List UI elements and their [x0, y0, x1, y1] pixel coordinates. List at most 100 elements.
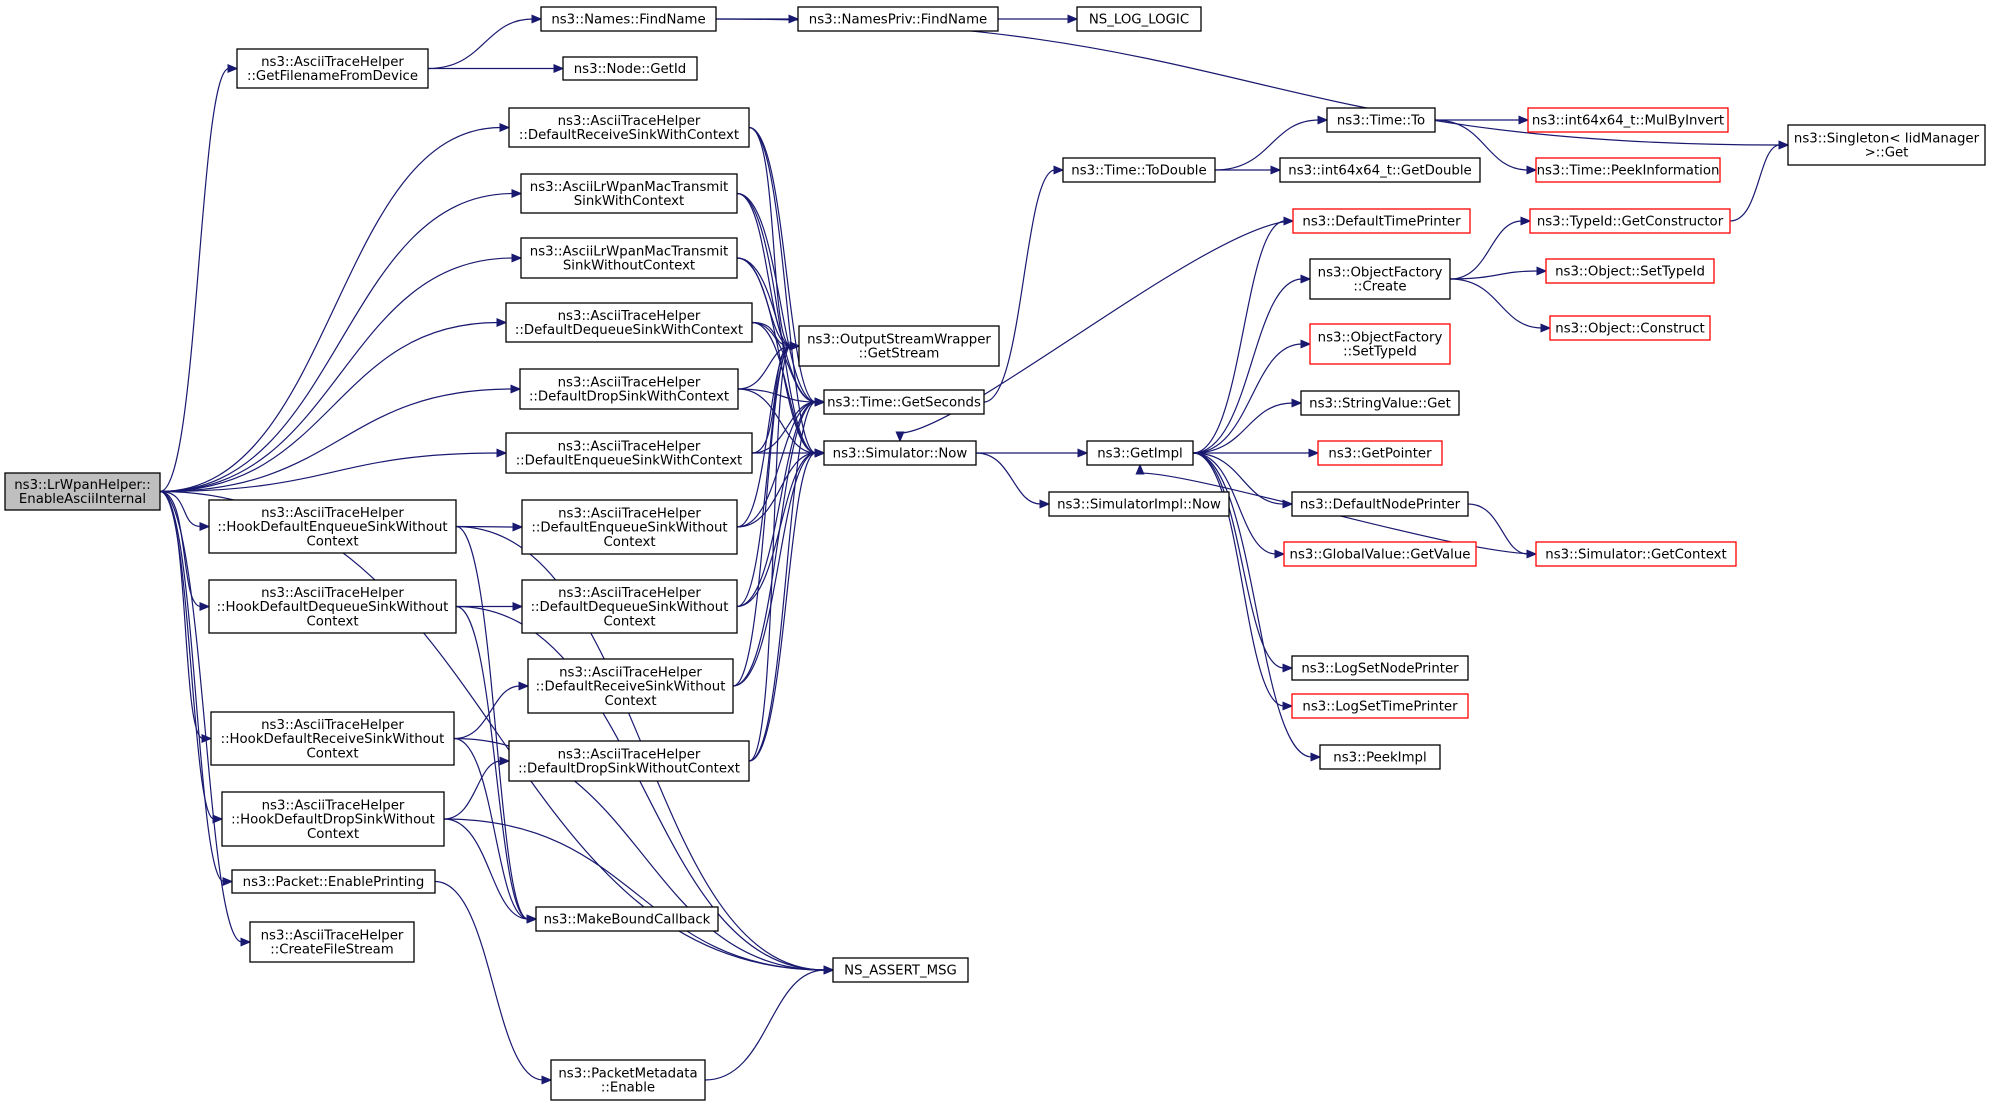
node-ns3-names-findname[interactable]: ns3::Names::FindName	[540, 6, 717, 32]
edge-getfn-to-namesfind	[427, 14, 543, 70]
node-ns3-getpointer[interactable]: ns3::GetPointer	[1317, 440, 1443, 466]
edge-ddeqwoc-to-timegetsec	[736, 397, 826, 608]
node-label-line: ::HookDefaultReceiveSinkWithout	[221, 732, 445, 747]
edge-line	[1449, 220, 1523, 280]
node-ns3-asciitracehelper-defaultdropsinkwithcontext[interactable]: ns3::AsciiTraceHelper::DefaultDropSinkWi…	[519, 368, 739, 410]
node-box	[1076, 6, 1202, 32]
node-ns3-object-construct[interactable]: ns3::Object::Construct	[1549, 315, 1711, 341]
arrowhead	[1135, 463, 1145, 475]
node-ns3-asciilrwpanmactransmitsinkwithcontext[interactable]: ns3::AsciiLrWpanMacTransmitSinkWithConte…	[520, 173, 738, 214]
node-ns3-int64x64-t-getdouble[interactable]: ns3::int64x64_t::GetDouble	[1279, 157, 1481, 183]
node-ns3-outputstreamwrapper-getstream[interactable]: ns3::OutputStreamWrapper::GetStream	[798, 325, 1000, 367]
node-ns3-asciitracehelper-createfilestream[interactable]: ns3::AsciiTraceHelper::CreateFileStream	[249, 921, 415, 963]
node-ns3-asciitracehelper-defaultenqueuesinkwithoutcontext[interactable]: ns3::AsciiTraceHelper::DefaultEnqueueSin…	[521, 499, 738, 555]
node-label-line: ns3::Packet::EnablePrinting	[243, 875, 425, 890]
node-ns3-asciitracehelper-hookdefaultdropsinkwithoutcontext[interactable]: ns3::AsciiTraceHelper::HookDefaultDropSi…	[221, 791, 445, 847]
node-ns3-time-peekinformation[interactable]: ns3::Time::PeekInformation	[1535, 157, 1721, 183]
node-label-line: ns3::OutputStreamWrapper	[807, 333, 991, 348]
node-ns3-asciilrwpanmactransmitsinkwithoutcontext[interactable]: ns3::AsciiLrWpanMacTransmitSinkWithoutCo…	[520, 237, 738, 279]
node-box	[832, 957, 969, 983]
node-ns3-makeboundcallback[interactable]: ns3::MakeBoundCallback	[535, 906, 719, 932]
edge-line	[1192, 343, 1303, 454]
edge-ddropwoc-to-simnow	[748, 448, 826, 762]
node-label-line: Context	[306, 614, 358, 629]
edge-root-to-pktenable	[159, 490, 234, 887]
node-ns3-asciitracehelper-hookdefaultdequeuesinkwithoutcontext[interactable]: ns3::AsciiTraceHelper::HookDefaultDequeu…	[208, 579, 457, 634]
node-ns3-asciitracehelper-defaultreceivesinkwithoutcontext[interactable]: ns3::AsciiTraceHelper::DefaultReceiveSin…	[527, 658, 734, 714]
node-ns3-namespriv-findname[interactable]: ns3::NamesPriv::FindName	[797, 6, 999, 32]
node-ns3-logsetnodeprinter[interactable]: ns3::LogSetNodePrinter	[1291, 655, 1469, 681]
node-label-line: Context	[604, 694, 656, 709]
node-box	[520, 237, 738, 279]
arrowhead	[212, 814, 224, 824]
node-ns3-defaultnodeprinter[interactable]: ns3::DefaultNodePrinter	[1291, 491, 1469, 517]
node-ns3-asciitracehelper-defaultreceivesinkwithcontext[interactable]: ns3::AsciiTraceHelper::DefaultReceiveSin…	[508, 107, 750, 148]
node-label-line: ns3::AsciiTraceHelper	[558, 440, 701, 455]
edge-line	[748, 401, 817, 762]
node-ns3-time-to[interactable]: ns3::Time::To	[1326, 107, 1436, 133]
node-ns-log-logic[interactable]: NS_LOG_LOGIC	[1076, 6, 1202, 32]
arrowhead	[814, 397, 826, 407]
node-ns3-singleton-iidmanager-get[interactable]: ns3::Singleton< IidManager>::Get	[1787, 124, 1986, 166]
node-ns3-simulator-getcontext[interactable]: ns3::Simulator::GetContext	[1535, 541, 1737, 567]
node-ns3-defaulttimeprinter[interactable]: ns3::DefaultTimePrinter	[1292, 208, 1471, 234]
edge-line	[748, 452, 817, 762]
edge-line	[983, 169, 1056, 403]
node-ns-assert-msg[interactable]: NS_ASSERT_MSG	[832, 957, 969, 983]
arrowhead	[1039, 499, 1051, 509]
node-ns3-time-todouble[interactable]: ns3::Time::ToDouble	[1062, 157, 1216, 183]
arrowhead	[511, 188, 523, 199]
edge-tidgetctor-to-singleton	[1729, 140, 1790, 222]
edge-hookrcv-to-drcvwoc	[453, 681, 530, 740]
edge-getfn-to-nodegetid	[427, 63, 565, 74]
node-ns3-asciitracehelper-hookdefaultenqueuesinkwithoutcontext[interactable]: ns3::AsciiTraceHelper::HookDefaultEnqueu…	[208, 499, 457, 554]
node-label-line: ::GetFilenameFromDevice	[247, 69, 418, 84]
node-ns3-lrwpanhelper-enableasciiinternal[interactable]: ns3::LrWpanHelper::EnableAsciiInternal	[4, 472, 161, 511]
edge-line	[1192, 402, 1294, 454]
node-box	[540, 6, 717, 32]
node-ns3-objectfactory-create[interactable]: ns3::ObjectFactory::Create	[1309, 258, 1451, 300]
arrowhead	[512, 522, 524, 532]
node-label-line: ::HookDefaultDropSinkWithout	[231, 813, 435, 828]
edge-root-to-lrtxwoc	[159, 253, 523, 493]
node-ns3-objectfactory-settypeid[interactable]: ns3::ObjectFactory::SetTypeId	[1309, 323, 1451, 365]
arrowhead	[499, 122, 511, 133]
edge-line	[732, 401, 817, 687]
node-ns3-int64x64-t-mulbyinvert[interactable]: ns3::int64x64_t::MulByInvert	[1527, 107, 1729, 133]
arrowhead	[1778, 140, 1790, 150]
node-ns3-packet-enableprinting[interactable]: ns3::Packet::EnablePrinting	[231, 869, 436, 894]
node-ns3-asciitracehelper-defaultdequeuesinkwithcontext[interactable]: ns3::AsciiTraceHelper::DefaultDequeueSin…	[505, 302, 753, 343]
node-label-line: ns3::AsciiTraceHelper	[558, 309, 701, 324]
node-label-line: ::DefaultDequeueSinkWithContext	[515, 323, 743, 338]
node-ns3-stringvalue-get[interactable]: ns3::StringValue::Get	[1300, 390, 1460, 416]
node-ns3-object-settypeid[interactable]: ns3::Object::SetTypeId	[1545, 258, 1715, 284]
node-box	[1086, 440, 1194, 466]
node-label-line: ::CreateFileStream	[270, 943, 394, 958]
edge-pmeta-to-nsassert	[704, 965, 835, 1081]
node-ns3-time-getseconds[interactable]: ns3::Time::GetSeconds	[823, 389, 985, 415]
edge-line	[748, 345, 792, 762]
node-ns3-globalvalue-getvalue[interactable]: ns3::GlobalValue::GetValue	[1283, 541, 1477, 567]
node-label-line: ns3::TypeId::GetConstructor	[1537, 215, 1724, 230]
node-ns3-typeid-getconstructor[interactable]: ns3::TypeId::GetConstructor	[1529, 208, 1731, 234]
node-ns3-node-getid[interactable]: ns3::Node::GetId	[562, 56, 698, 81]
node-ns3-asciitracehelper-defaultdropsinkwithoutcontext[interactable]: ns3::AsciiTraceHelper::DefaultDropSinkWi…	[508, 740, 750, 782]
node-ns3-asciitracehelper-getfilenamefromdevice[interactable]: ns3::AsciiTraceHelper::GetFilenameFromDe…	[236, 48, 429, 89]
node-ns3-packetmetadata-enable[interactable]: ns3::PacketMetadata::Enable	[550, 1059, 706, 1101]
node-ns3-peekimpl[interactable]: ns3::PeekImpl	[1319, 744, 1441, 770]
node-ns3-asciitracehelper-defaultdequeuesinkwithoutcontext[interactable]: ns3::AsciiTraceHelper::DefaultDequeueSin…	[521, 579, 738, 634]
node-ns3-simulatorimpl-now[interactable]: ns3::SimulatorImpl::Now	[1048, 491, 1230, 517]
node-box	[798, 325, 1000, 367]
node-label-line: Context	[306, 746, 358, 761]
edge-line	[751, 321, 817, 403]
arrowhead	[199, 521, 211, 532]
node-box	[1317, 440, 1443, 466]
node-ns3-logsettimeprinter[interactable]: ns3::LogSetTimePrinter	[1291, 693, 1469, 719]
node-label-line: ns3::AsciiTraceHelper	[558, 376, 701, 391]
node-ns3-getimpl[interactable]: ns3::GetImpl	[1086, 440, 1194, 466]
edge-line	[427, 18, 534, 70]
node-ns3-simulator-now[interactable]: ns3::Simulator::Now	[823, 440, 977, 466]
node-ns3-asciitracehelper-hookdefaultreceivesinkwithoutcontext[interactable]: ns3::AsciiTraceHelper::HookDefaultReceiv…	[210, 711, 455, 766]
node-label-line: ::DefaultDropSinkWithContext	[529, 390, 729, 405]
node-ns3-asciitracehelper-defaultenqueuesinkwithcontext[interactable]: ns3::AsciiTraceHelper::DefaultEnqueueSin…	[505, 432, 753, 474]
